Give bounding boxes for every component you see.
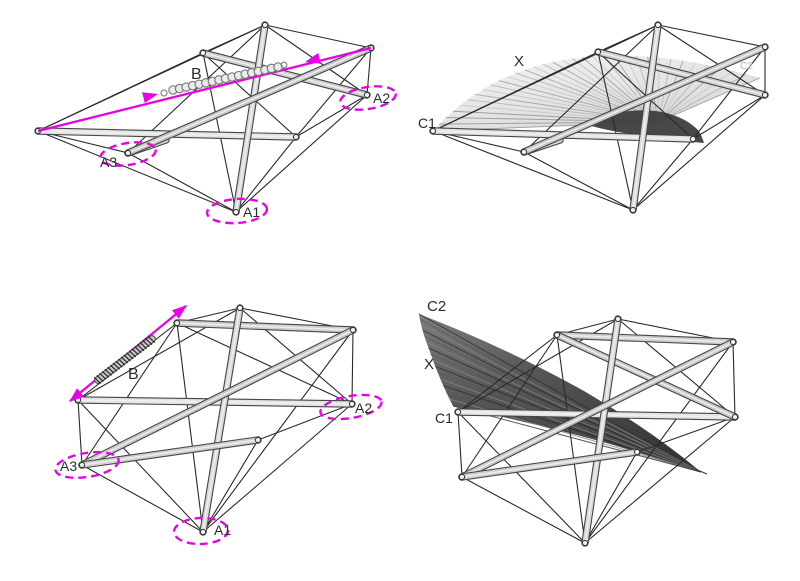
label-node-c1-top: C1 [418, 115, 436, 131]
tensegrity-structure [429, 21, 769, 214]
magenta-annotations [54, 305, 383, 546]
panel-top-right-workspace [429, 21, 769, 214]
label-spring-b-top: B [191, 66, 202, 83]
tensegrity-structure [34, 21, 375, 216]
label-node-a3-bottom: A3 [60, 458, 77, 474]
tensegrity-structure [74, 304, 357, 536]
label-node-c2-bottom: C2 [427, 298, 446, 315]
magenta-annotations [37, 46, 397, 225]
label-surface-x-top: X [514, 53, 524, 70]
label-spring-b-bottom: B [128, 366, 139, 383]
label-node-a2-bottom: A2 [355, 400, 372, 416]
panel-bottom-right-workspace [418, 313, 739, 547]
panel-top-left-actuation [34, 21, 397, 225]
label-node-a2-top: A2 [373, 90, 390, 106]
label-node-c2-faint: C2 [740, 61, 753, 72]
label-node-a1-bottom: A1 [214, 522, 231, 538]
labels-layer: B A2 A3 A1 X C1 C2 B A2 A3 A1 C2 X C1 [60, 53, 753, 538]
label-surface-x-bottom: X [424, 356, 434, 373]
label-node-c1-bottom: C1 [435, 410, 453, 426]
tensegrity-structure [454, 315, 739, 547]
label-node-a1-top: A1 [243, 204, 260, 220]
panel-bottom-left-actuation [54, 304, 383, 546]
label-node-a3-top: A3 [100, 154, 117, 170]
